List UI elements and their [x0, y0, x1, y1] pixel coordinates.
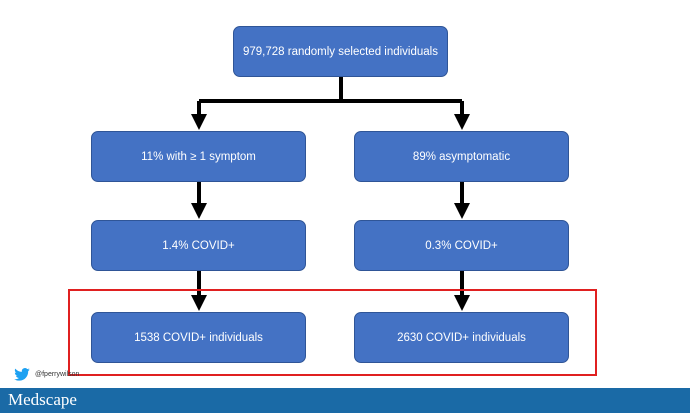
root-label: 979,728 randomly selected individuals — [243, 45, 438, 58]
author-credit: @fperrywilson — [14, 368, 79, 381]
highlight-frame — [68, 289, 597, 376]
root-box: 979,728 randomly selected individuals — [233, 26, 448, 77]
symptomatic-label: 11% with ≥ 1 symptom — [141, 150, 256, 163]
asymptomatic-covid-rate-label: 0.3% COVID+ — [425, 239, 498, 252]
footer-bar: Medscape — [0, 388, 690, 413]
symptomatic-covid-rate-box: 1.4% COVID+ — [91, 220, 306, 271]
asymptomatic-box: 89% asymptomatic — [354, 131, 569, 182]
asymptomatic-covid-rate-box: 0.3% COVID+ — [354, 220, 569, 271]
twitter-bird-icon — [14, 368, 30, 381]
asymptomatic-label: 89% asymptomatic — [412, 150, 511, 163]
symptomatic-covid-count-label: 1538 COVID+ individuals — [134, 331, 263, 344]
asymptomatic-covid-count-box: 2630 COVID+ individuals — [354, 312, 569, 363]
root-to-branches-connector — [199, 77, 462, 103]
twitter-handle: @fperrywilson — [35, 371, 80, 378]
asymptomatic-covid-count-label: 2630 COVID+ individuals — [397, 331, 526, 344]
symptomatic-covid-count-box: 1538 COVID+ individuals — [91, 312, 306, 363]
medscape-logo: Medscape — [8, 390, 77, 409]
symptomatic-covid-rate-label: 1.4% COVID+ — [162, 239, 235, 252]
symptomatic-box: 11% with ≥ 1 symptom — [91, 131, 306, 182]
